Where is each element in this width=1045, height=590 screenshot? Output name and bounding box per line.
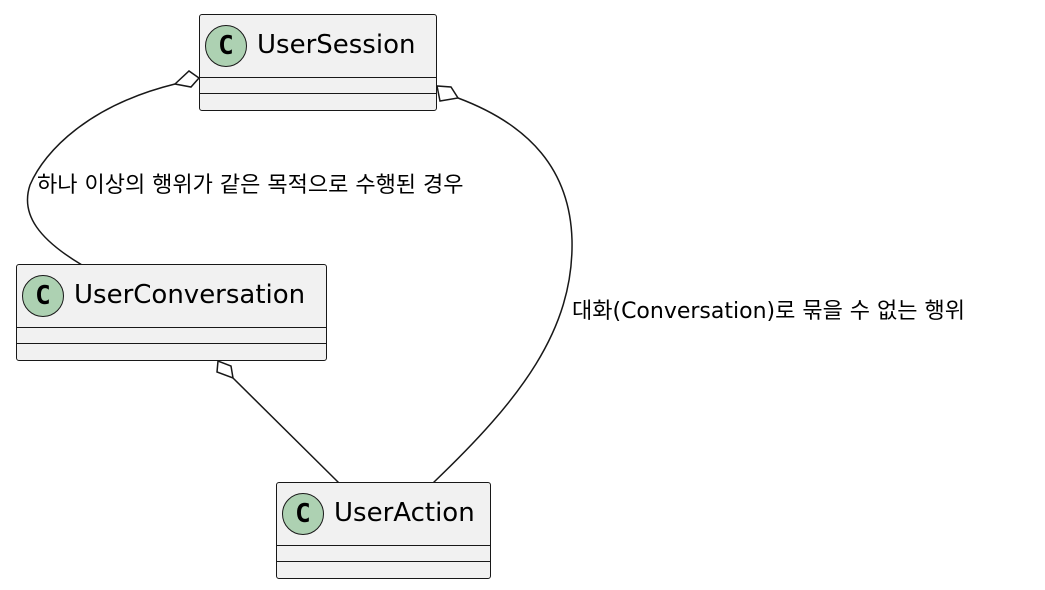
aggregation-diamond-conversation-action [216, 359, 234, 380]
aggregation-diamond-session-conversation [173, 70, 201, 88]
attributes-section [17, 328, 326, 344]
edge-session-conversation [26, 83, 176, 266]
class-name: UserConversation [74, 280, 306, 310]
methods-section [200, 94, 436, 110]
edge-conversation-action [232, 377, 340, 484]
class-user-conversation[interactable]: C UserConversation [16, 264, 327, 361]
class-header: C UserAction [277, 483, 490, 546]
aggregation-diamond-session-action [436, 85, 460, 102]
attributes-section [200, 78, 436, 94]
methods-section [277, 562, 490, 578]
class-header: C UserConversation [17, 265, 326, 328]
edge-label-session-conversation: 하나 이상의 행위가 같은 목적으로 수행된 경우 [37, 173, 464, 198]
attributes-section [277, 546, 490, 562]
class-header: C UserSession [200, 15, 436, 78]
edge-label-session-action: 대화(Conversation)로 묶을 수 없는 행위 [572, 299, 965, 324]
class-stereotype-icon: C [22, 275, 64, 317]
edge-session-action [432, 97, 573, 484]
methods-section [17, 344, 326, 360]
class-stereotype-icon: C [205, 25, 247, 67]
class-name: UserSession [257, 30, 416, 60]
class-name: UserAction [334, 498, 475, 528]
class-stereotype-icon: C [282, 493, 324, 535]
class-user-session[interactable]: C UserSession [199, 14, 437, 111]
class-user-action[interactable]: C UserAction [276, 482, 491, 579]
